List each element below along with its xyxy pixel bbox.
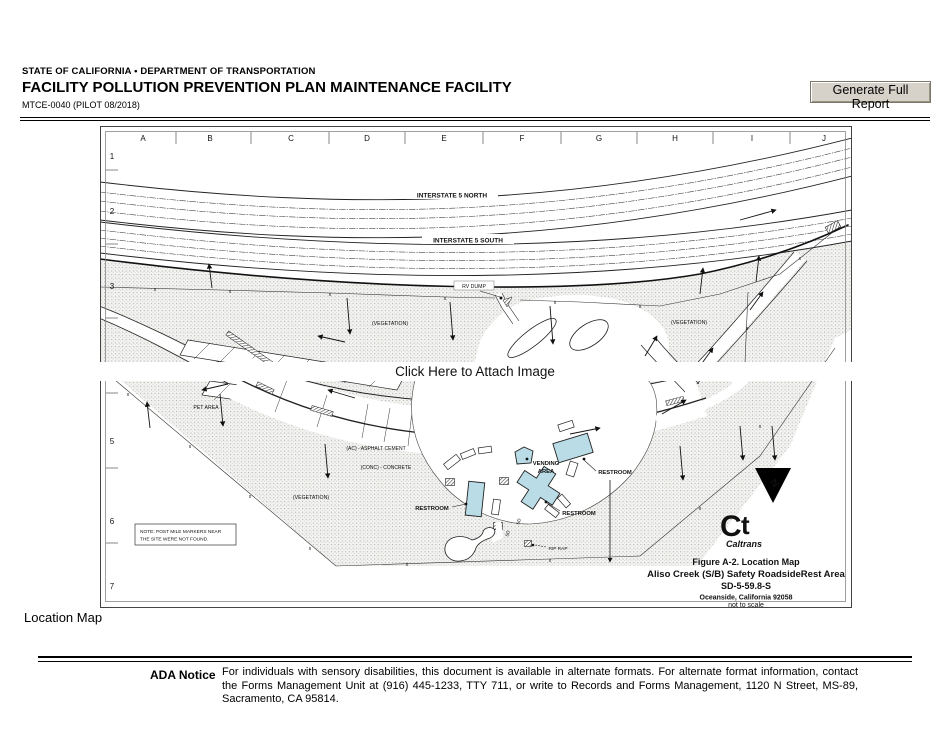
restroom-label: RESTROOM <box>562 511 596 517</box>
svg-text:x: x <box>699 506 702 512</box>
footer-divider <box>38 656 912 662</box>
buildings <box>464 432 594 518</box>
caption-site-name: Aliso Creek (S/B) Safety RoadsideRest Ar… <box>647 569 845 580</box>
grid-column-label: F <box>520 134 525 143</box>
svg-text:x: x <box>444 296 447 302</box>
svg-text:x: x <box>759 424 762 430</box>
ada-notice-label: ADA Notice <box>150 668 216 682</box>
caption-city: Oceanside, California 92058 <box>700 595 793 602</box>
vending-building <box>514 446 534 465</box>
storm-drain-label: SD <box>504 529 511 537</box>
svg-text:x: x <box>554 300 557 306</box>
storm-drain-label: SD <box>515 517 522 525</box>
svg-text:x: x <box>746 326 749 332</box>
location-map-drawing: x x x x x x x x x x x x x x x x x <box>91 126 853 609</box>
svg-text:x: x <box>639 304 642 310</box>
generate-full-report-button[interactable]: Generate Full Report <box>810 81 931 111</box>
attach-image-link[interactable]: Click Here to Attach Image <box>0 362 950 381</box>
caption-site-code: SD-5-59.8-S <box>721 581 771 591</box>
asphalt-label: (AC) - ASPHALT CEMENT <box>346 446 405 452</box>
agency-line: STATE OF CALIFORNIA • DEPARTMENT OF TRAN… <box>22 66 316 77</box>
grid-column-label: A <box>140 134 146 143</box>
pet-area-label: PET AREA <box>193 405 219 411</box>
svg-text:x: x <box>229 289 232 295</box>
grid-column-label: E <box>441 134 446 143</box>
form-number: MTCE-0040 (PILOT 08/2018) <box>22 100 140 110</box>
restroom-building-west <box>464 480 486 518</box>
svg-text:x: x <box>329 292 332 298</box>
svg-text:x: x <box>799 256 802 262</box>
note-line-1: NOTE: POST MILE MARKERS NEAR <box>140 529 222 535</box>
note-line-2: THE SITE WERE NOT FOUND. <box>140 537 208 543</box>
caption-figure: Figure A-2. Location Map <box>692 557 800 567</box>
note-box: NOTE: POST MILE MARKERS NEAR THE SITE WE… <box>134 523 237 546</box>
vending-area-label: AREA <box>538 469 555 475</box>
ada-notice-text: For individuals with sensory disabilitie… <box>222 666 858 705</box>
grid-column-label: C <box>288 134 294 143</box>
figure-caption: Figure A-2. Location Map Aliso Creek (S/… <box>647 557 845 609</box>
restroom-building-east <box>552 432 594 464</box>
restroom-label: RESTROOM <box>598 470 632 476</box>
caption-scale-note: not to scale <box>728 602 764 608</box>
caltrans-logo-t: t <box>741 510 750 540</box>
flow-arrows <box>144 208 778 481</box>
svg-text:x: x <box>309 546 312 552</box>
grid-column-label: J <box>822 134 826 143</box>
vegetation-label: (VEGETATION) <box>372 321 408 327</box>
grid-row-label: 1 <box>110 152 115 161</box>
location-map-section-label: Location Map <box>24 610 103 625</box>
svg-text:x: x <box>189 444 192 450</box>
caltrans-wordmark: Caltrans <box>726 539 762 549</box>
fence-lines <box>99 231 836 567</box>
grid-row-label: 5 <box>110 437 115 446</box>
grid-row-label: 6 <box>110 517 115 526</box>
svg-text:x: x <box>127 392 130 398</box>
interstate-north-label: INTERSTATE 5 NORTH <box>417 193 487 200</box>
plaza <box>411 375 658 547</box>
svg-text:x: x <box>549 558 552 564</box>
document-header: STATE OF CALIFORNIA • DEPARTMENT OF TRAN… <box>22 66 512 110</box>
grid-column-label: H <box>672 134 678 143</box>
vegetation-label: (VEGETATION) <box>293 495 329 501</box>
grid-row-label: 7 <box>110 582 115 591</box>
caltrans-logo-c: C <box>720 510 742 543</box>
fence-markers: x x x x x x x x x x x x x x x x x <box>127 256 814 568</box>
caltrans-logo: C t Caltrans <box>720 510 762 549</box>
grid-row-label: 2 <box>110 207 115 216</box>
rv-dump-label: RV DUMP <box>462 284 486 290</box>
vegetation-label: (VEGETATION) <box>671 320 707 326</box>
grid-column-label: D <box>364 134 370 143</box>
svg-text:x: x <box>249 494 252 500</box>
location-map-figure: x x x x x x x x x x x x x x x x x <box>91 126 853 609</box>
interstate-south-label: INTERSTATE 5 SOUTH <box>433 238 503 245</box>
restroom-label: RESTROOM <box>415 506 449 512</box>
grid-column-label: I <box>751 134 753 143</box>
svg-text:x: x <box>154 287 157 293</box>
header-divider <box>20 117 930 121</box>
restroom-building-south <box>516 465 561 510</box>
page-title: FACILITY POLLUTION PREVENTION PLAN MAINT… <box>22 79 512 96</box>
grid-column-label: B <box>207 134 212 143</box>
grid-column-label: G <box>596 134 602 143</box>
svg-text:x: x <box>406 562 409 568</box>
grid-row-label: 3 <box>110 282 115 291</box>
concrete-label: (CONC) - CONCRETE <box>361 465 412 471</box>
map-labels: INTERSTATE 5 NORTH INTERSTATE 5 SOUTH RV… <box>193 189 707 552</box>
rip-rap-label: RIP RAP <box>548 546 567 552</box>
vending-area-label: VENDING <box>533 461 560 467</box>
north-arrow-icon: N <box>755 468 791 503</box>
